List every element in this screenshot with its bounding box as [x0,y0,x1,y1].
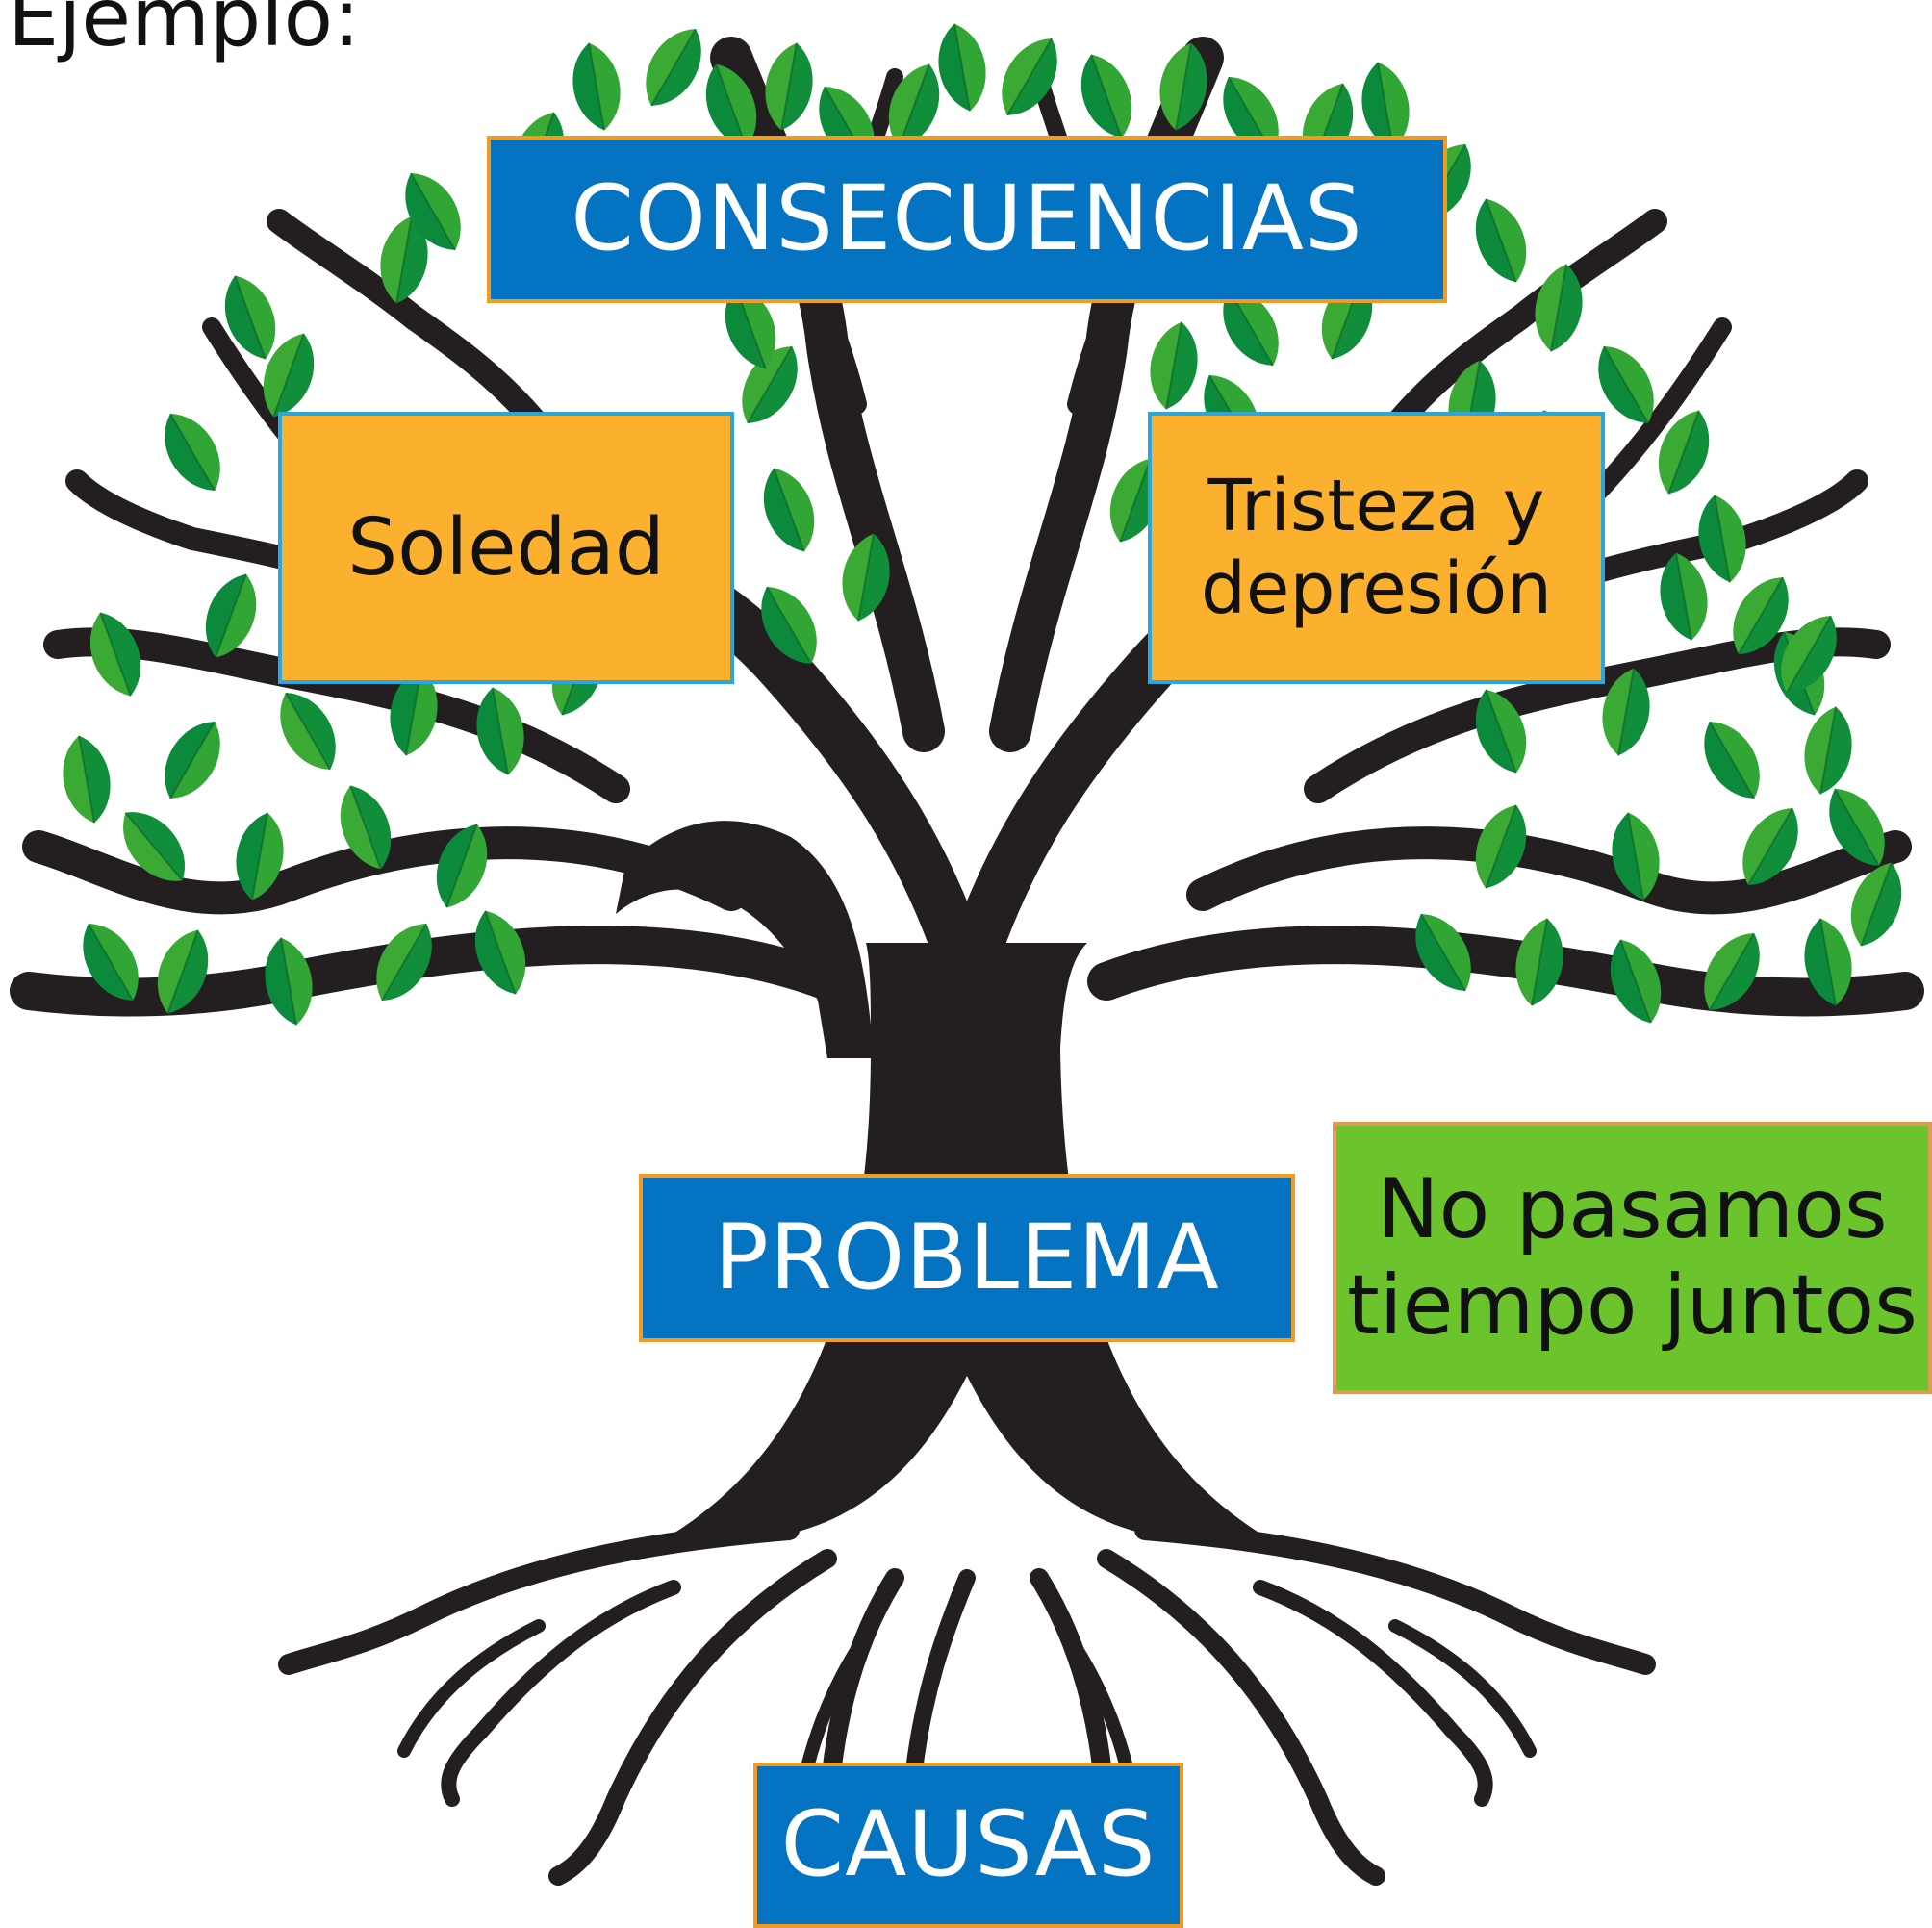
leaf [405,172,461,251]
leaf [742,345,798,424]
leaf [842,533,890,622]
leaf [157,929,209,1014]
leaf [765,42,813,131]
consequence-card-loneliness: Soledad [278,412,734,684]
leaf [1415,913,1471,992]
leaf [1602,668,1650,756]
leaf [380,216,428,304]
leaf [1475,689,1527,774]
consequence-text-line: Tristeza y [1208,464,1545,547]
tree-root [1388,1619,1537,1758]
leaf [761,586,817,665]
page-heading: Ejemplo: [8,0,361,64]
leaf [763,468,815,552]
problem-statement-line: No pasamos [1377,1160,1888,1257]
tree-root [905,1569,976,1779]
leaf [1223,76,1279,155]
leaf [1223,288,1279,367]
leaf [376,923,432,1002]
leaf [1658,410,1710,495]
leaf [205,573,257,658]
leaf [123,812,185,881]
leaf [1698,495,1746,583]
leaf [1475,198,1527,283]
tree-branch [1186,826,1912,915]
leaf [1515,918,1563,1006]
problem-label: PROBLEMA [639,1174,1295,1342]
leaf [83,923,139,1002]
leaf [280,692,336,771]
leaf [224,275,276,360]
leaf [705,63,757,148]
problem-statement-card: No pasamos tiempo juntos [1333,1122,1932,1394]
leaf [1002,38,1057,116]
leaf [1733,576,1789,655]
leaf [263,333,315,418]
leaf [938,23,986,112]
problem-statement-line: tiempo juntos [1347,1256,1918,1354]
tree-root [548,1549,837,1886]
tree-branch [22,826,748,915]
leaf [1704,721,1760,799]
leaf [1159,42,1208,131]
leaf [1598,345,1654,424]
leaf [474,910,526,995]
tree-trunk [616,821,874,1058]
leaf [390,668,438,756]
consequence-text-line: depresión [1200,546,1553,630]
leaf [165,413,220,492]
leaf [340,785,392,870]
leaf [1804,706,1852,795]
consequences-label: CONSECUENCIAS [487,136,1447,303]
leaf [1610,939,1662,1024]
leaf [1829,788,1885,867]
causes-label: CAUSAS [753,1763,1183,1928]
leaf [1150,321,1198,410]
leaf [1535,264,1583,352]
leaf [1804,918,1852,1006]
tree-root [441,1580,681,1807]
leaf [1660,552,1708,641]
tree-root [397,1619,546,1758]
leaf [63,735,111,824]
leaf [1742,807,1798,886]
tree-leaves [63,23,1902,1026]
leaf [1612,812,1660,901]
leaf [1361,62,1410,150]
leaf [265,937,313,1026]
leaf [476,687,524,775]
leaf [236,812,284,901]
consequence-text: Soledad [347,501,665,594]
leaf [89,612,141,697]
leaf [572,42,621,131]
leaf [1781,615,1837,694]
tree-branch [1087,926,1924,1017]
leaf [165,721,220,799]
leaf [724,285,776,369]
consequence-card-sadness: Tristeza y depresión [1148,412,1605,684]
leaf [1080,54,1132,139]
tree-root [1253,1580,1493,1807]
leaf [646,28,701,107]
leaf [436,824,488,908]
leaf [1850,862,1902,947]
tree-root [1097,1549,1385,1886]
leaf [888,63,940,148]
leaf [1475,804,1527,889]
leaf [1704,932,1760,1011]
